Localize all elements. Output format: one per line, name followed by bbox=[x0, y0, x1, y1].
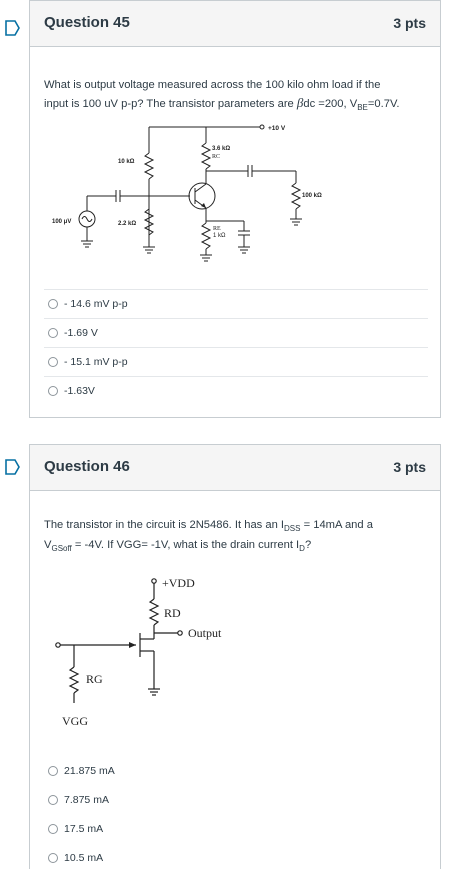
radio-icon[interactable] bbox=[48, 853, 58, 863]
question-text-line: What is output voltage measured across t… bbox=[44, 79, 381, 91]
answer-option[interactable]: 21.875 mA bbox=[44, 757, 428, 786]
answer-option[interactable]: -1.63V bbox=[44, 376, 428, 405]
answer-label: 7.875 mA bbox=[64, 794, 109, 806]
r2-label: 2.2 kΩ bbox=[118, 221, 136, 227]
question-text: The transistor in the circuit is 2N5486.… bbox=[44, 517, 432, 557]
rl-label: 100 kΩ bbox=[302, 193, 322, 199]
answer-option[interactable]: 7.875 mA bbox=[44, 786, 428, 815]
answer-list: 21.875 mA 7.875 mA 17.5 mA 10.5 mA bbox=[44, 757, 428, 869]
question-text-line: VGSoff = -4V. If VGG= -1V, what is the d… bbox=[44, 539, 312, 554]
source-label: 100 μV bbox=[52, 219, 71, 225]
answer-option[interactable]: - 14.6 mV p-p bbox=[44, 289, 428, 318]
answer-list: - 14.6 mV p-p -1.69 V - 15.1 mV p-p -1.6… bbox=[44, 289, 428, 405]
question-text-line: input is 100 uV p-p? The transistor para… bbox=[44, 95, 400, 113]
rg-label: RG bbox=[86, 672, 103, 686]
question-46-card: Question 46 3 pts The transistor in the … bbox=[29, 444, 441, 869]
re-name-label: RE bbox=[213, 226, 221, 232]
answer-label: - 14.6 mV p-p bbox=[64, 298, 128, 310]
question-text-line: The transistor in the circuit is 2N5486.… bbox=[44, 519, 373, 534]
radio-icon[interactable] bbox=[48, 357, 58, 367]
rc-value-label: 3.6 kΩ bbox=[212, 146, 230, 152]
question-title: Question 45 bbox=[44, 14, 130, 31]
answer-option[interactable]: - 15.1 mV p-p bbox=[44, 347, 428, 376]
circuit-diagram: +VDD RD Output RG VGG bbox=[55, 576, 222, 728]
question-45-card: Question 45 3 pts What is output voltage… bbox=[29, 0, 441, 418]
circuit-diagram: +10 V 10 kΩ 2.2 kΩ 3.6 kΩ RC RE 1 kΩ 100… bbox=[52, 124, 322, 262]
answer-label: 21.875 mA bbox=[64, 765, 115, 777]
radio-icon[interactable] bbox=[48, 824, 58, 834]
question-text: What is output voltage measured across t… bbox=[44, 77, 432, 116]
radio-icon[interactable] bbox=[48, 299, 58, 309]
answer-label: - 15.1 mV p-p bbox=[64, 356, 128, 368]
answer-label: -1.69 V bbox=[64, 327, 98, 339]
answer-label: -1.63V bbox=[64, 385, 95, 397]
question-45-header: Question 45 3 pts bbox=[30, 1, 440, 47]
answer-label: 17.5 mA bbox=[64, 823, 104, 835]
rd-label: RD bbox=[164, 606, 181, 620]
answer-option[interactable]: 10.5 mA bbox=[44, 844, 428, 869]
rc-name-label: RC bbox=[212, 154, 220, 160]
r1-label: 10 kΩ bbox=[118, 159, 135, 165]
question-points: 3 pts bbox=[393, 459, 426, 475]
flag-icon[interactable] bbox=[4, 459, 20, 475]
vdd-label: +VDD bbox=[162, 576, 195, 590]
radio-icon[interactable] bbox=[48, 328, 58, 338]
vgg-label: VGG bbox=[62, 714, 88, 728]
question-points: 3 pts bbox=[393, 15, 426, 31]
radio-icon[interactable] bbox=[48, 766, 58, 776]
flag-icon[interactable] bbox=[4, 20, 20, 36]
answer-option[interactable]: -1.69 V bbox=[44, 318, 428, 347]
answer-option[interactable]: 17.5 mA bbox=[44, 815, 428, 844]
radio-icon[interactable] bbox=[48, 795, 58, 805]
vcc-label: +10 V bbox=[268, 125, 286, 132]
radio-icon[interactable] bbox=[48, 386, 58, 396]
question-46-header: Question 46 3 pts bbox=[30, 445, 440, 491]
question-title: Question 46 bbox=[44, 458, 130, 475]
re-value-label: 1 kΩ bbox=[213, 233, 226, 239]
answer-label: 10.5 mA bbox=[64, 852, 104, 864]
output-label: Output bbox=[188, 626, 222, 640]
